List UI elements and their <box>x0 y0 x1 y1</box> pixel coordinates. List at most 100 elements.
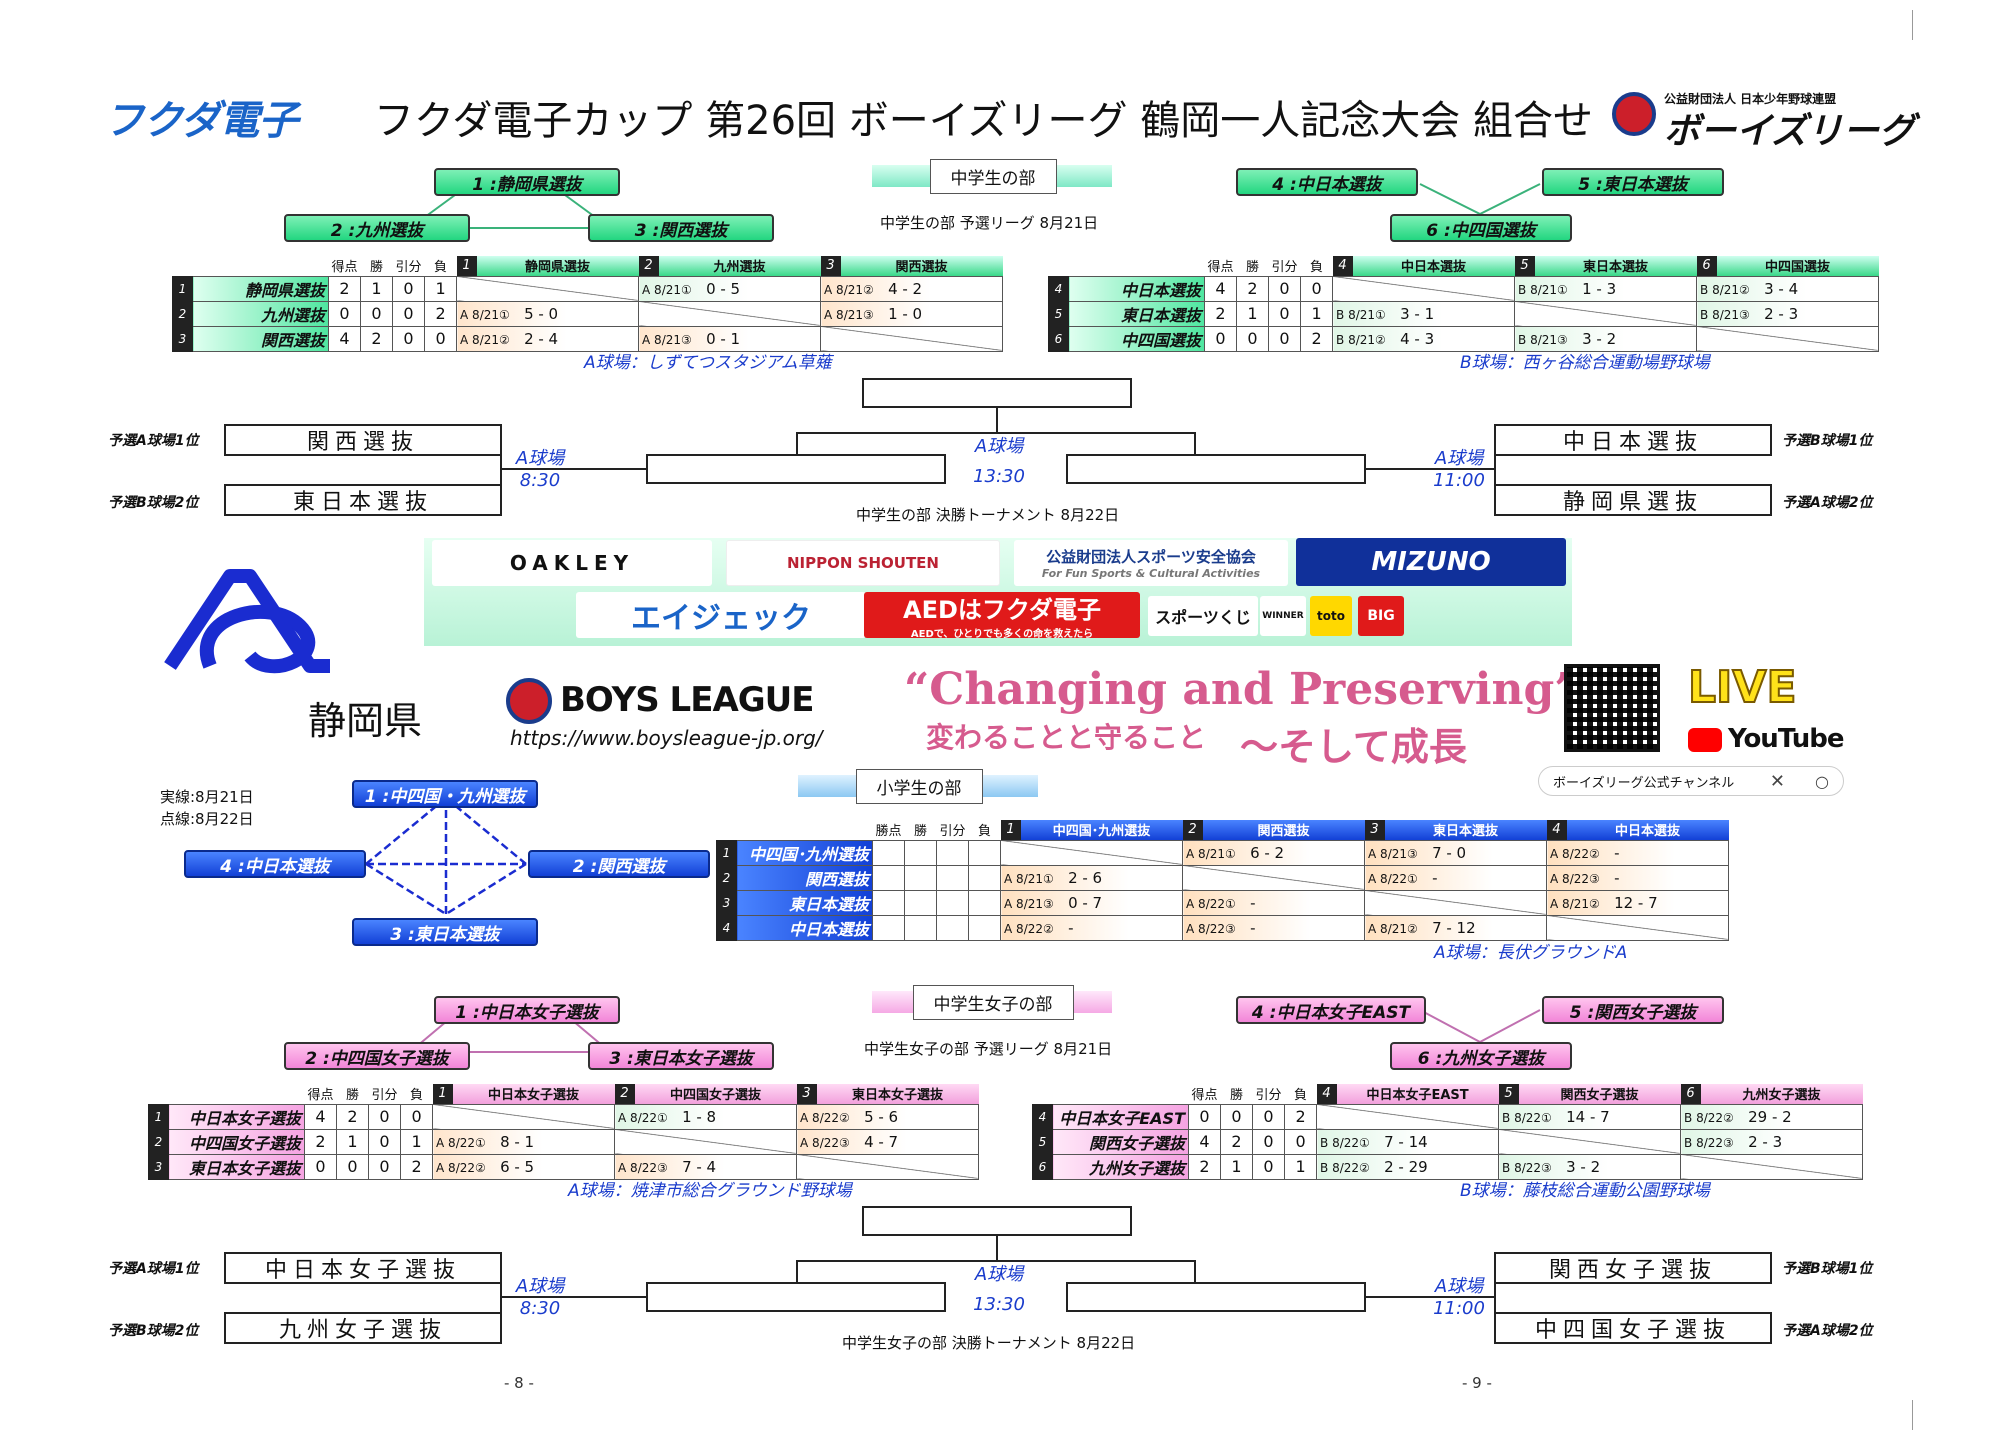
stat-cell: 0 <box>1268 325 1302 352</box>
qr-code-icon[interactable] <box>1564 664 1660 752</box>
match-cell: B 8/22③ 3 - 2 <box>1498 1153 1682 1180</box>
junior-pill-6: 6 :中四国選抜 <box>1390 214 1572 242</box>
stat-cell: 0 <box>368 1103 402 1130</box>
stat-cell: 0 <box>424 325 458 352</box>
stat-cell: 4 <box>1187 1128 1222 1155</box>
col-header: 勝 <box>346 1088 360 1104</box>
match-cell: B 8/22② 29 - 2 <box>1680 1103 1864 1130</box>
opponent-header: 静岡県選抜 <box>476 256 639 276</box>
stat-cell: 1 <box>336 1128 370 1155</box>
self-match-cell <box>1546 914 1730 941</box>
sponsor-nippon-shouten: NIPPON SHOUTEN <box>726 540 1000 586</box>
col-header: 引分 <box>939 824 966 840</box>
col-index: 1 <box>456 256 477 276</box>
self-match-cell <box>1514 300 1698 327</box>
col-header: 得点 <box>1207 260 1234 276</box>
junior-semi-left-box <box>646 454 946 484</box>
match-cell: A 8/22① 1 - 8 <box>614 1103 798 1130</box>
girls-semi-left-box <box>646 1282 946 1312</box>
stat-cell: 1 <box>1284 1153 1318 1180</box>
stat-cell: 0 <box>1252 1153 1286 1180</box>
self-match-cell <box>614 1128 798 1155</box>
col-header: 負 <box>1310 260 1324 276</box>
self-match-cell <box>1498 1128 1682 1155</box>
match-cell: A 8/21① 6 - 2 <box>1182 839 1366 866</box>
col-index: 5 <box>1498 1084 1519 1104</box>
match-cell: A 8/22③ 7 - 4 <box>614 1153 798 1180</box>
stat-cell <box>904 864 938 891</box>
stat-cell: 0 <box>1284 1128 1318 1155</box>
channel-search-input[interactable]: ボーイズリーグ公式チャンネル ✕ ○ <box>1538 766 1844 796</box>
slogan-jp-2: ～そして成長 <box>1240 725 1467 769</box>
col-index: 1 <box>1000 820 1021 840</box>
youtube-play-icon <box>1688 728 1722 752</box>
match-cell: B 8/22① 14 - 7 <box>1498 1103 1682 1130</box>
col-header: 得点 <box>1191 1088 1218 1104</box>
stat-cell <box>968 914 1002 941</box>
row-index: 4 <box>1048 275 1069 302</box>
team-name: 関西選抜 <box>736 864 873 891</box>
team-name: 中四国選抜 <box>1068 325 1205 352</box>
girls-pill-6: 6 :九州女子選抜 <box>1390 1042 1572 1070</box>
stat-cell: 0 <box>360 300 394 327</box>
stat-cell: 0 <box>336 1153 370 1180</box>
stat-cell: 2 <box>400 1153 434 1180</box>
junior-seed-a1: 予選A球場1位 <box>108 433 199 449</box>
stat-cell: 0 <box>1252 1128 1286 1155</box>
stat-cell: 4 <box>327 325 362 352</box>
row-index: 4 <box>716 914 737 941</box>
stat-cell: 2 <box>1220 1128 1254 1155</box>
clear-icon[interactable]: ✕ <box>1769 770 1785 792</box>
stat-cell <box>968 839 1002 866</box>
girls-final-caption: 中学生女子の部 決勝トーナメント 8月22日 <box>842 1334 1136 1352</box>
junior-prelim-caption: 中学生の部 予選リーグ 8月21日 <box>880 214 1099 232</box>
stat-cell: 2 <box>1236 275 1270 302</box>
row-index: 5 <box>1048 300 1069 327</box>
stat-cell: 2 <box>1300 325 1334 352</box>
self-match-cell <box>1316 1103 1500 1130</box>
stat-cell: 0 <box>327 300 362 327</box>
self-match-cell <box>1182 864 1366 891</box>
junior-pill-3: 3 :関西選抜 <box>588 214 774 242</box>
self-match-cell <box>432 1103 616 1130</box>
match-cell: A 8/22② - <box>1546 839 1730 866</box>
search-icon[interactable]: ○ <box>1815 771 1829 791</box>
match-cell: A 8/21② 2 - 4 <box>456 325 640 352</box>
page-number-right: - 9 - <box>1462 1374 1492 1392</box>
match-cell: B 8/22③ 2 - 3 <box>1680 1128 1864 1155</box>
row-index: 1 <box>172 275 193 302</box>
stat-cell: 4 <box>303 1103 338 1130</box>
col-header: 勝 <box>1246 260 1260 276</box>
stat-cell: 0 <box>400 1103 434 1130</box>
match-cell: B 8/21① 1 - 3 <box>1514 275 1698 302</box>
row-index: 1 <box>148 1103 169 1130</box>
sponsor-sports-kuji: スポーツくじ <box>1148 596 1258 636</box>
boys-league-url[interactable]: https://www.boysleague-jp.org/ <box>510 726 823 750</box>
girls-champion-box <box>862 1206 1132 1236</box>
stat-cell: 0 <box>1187 1103 1222 1130</box>
stat-cell: 1 <box>1220 1153 1254 1180</box>
team-name: 中四国･九州選抜 <box>736 839 873 866</box>
junior-semi-right-box <box>1066 454 1366 484</box>
opponent-header: 関西女子選抜 <box>1518 1084 1681 1104</box>
match-cell: A 8/22③ - <box>1546 864 1730 891</box>
match-cell: A 8/21① 0 - 5 <box>638 275 822 302</box>
sponsor-big: BIG <box>1358 596 1404 636</box>
col-header: 引分 <box>371 1088 398 1104</box>
stat-cell <box>871 889 906 916</box>
row-index: 2 <box>716 864 737 891</box>
team-name: 中四国女子選抜 <box>168 1128 305 1155</box>
opponent-header: 関西選抜 <box>1202 820 1365 840</box>
stat-cell <box>904 914 938 941</box>
